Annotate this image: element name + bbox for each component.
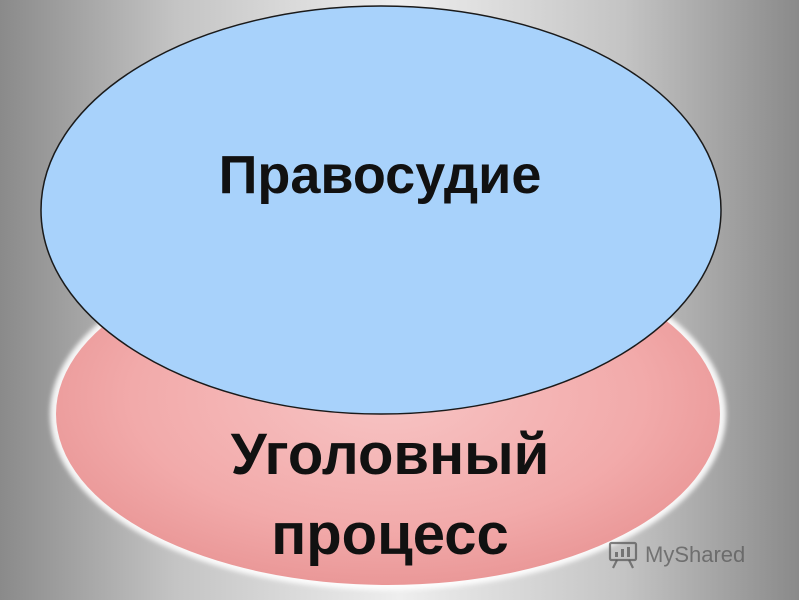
presentation-board-icon xyxy=(608,541,638,569)
top-circle xyxy=(40,5,722,415)
bottom-circle-label-line1: Уголовный xyxy=(230,422,550,487)
watermark: MyShared xyxy=(607,537,745,573)
bottom-circle-label-line2: процесс xyxy=(271,502,509,567)
watermark-text: MyShared xyxy=(645,542,746,567)
top-circle-label: Правосудие xyxy=(218,145,542,205)
bottom-circle-label: Уголовный процесс xyxy=(110,415,670,575)
